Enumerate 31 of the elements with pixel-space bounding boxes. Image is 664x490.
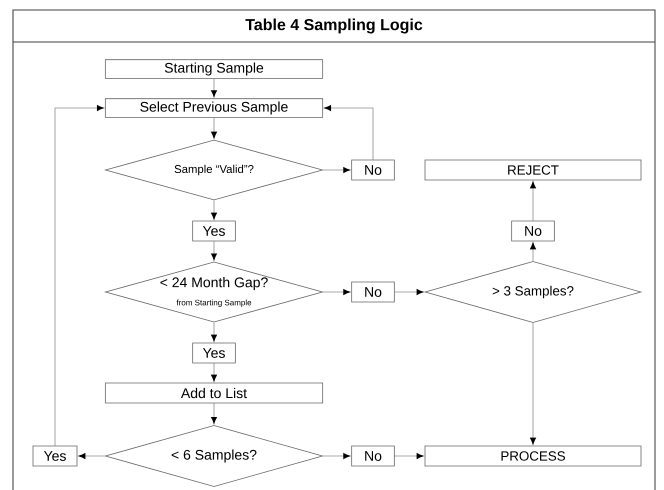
arrow bbox=[211, 403, 217, 424]
answer-box: No bbox=[351, 160, 395, 180]
arrow bbox=[211, 200, 217, 220]
arrow bbox=[54, 105, 104, 446]
answer-box: No bbox=[511, 220, 555, 242]
arrow bbox=[394, 453, 424, 459]
answer-box: Yes bbox=[192, 220, 236, 242]
answer-box: No bbox=[351, 282, 395, 302]
arrow bbox=[530, 242, 536, 262]
arrow bbox=[322, 453, 350, 459]
process-box: PROCESS bbox=[424, 446, 642, 466]
process-box: REJECT bbox=[424, 160, 642, 180]
arrow bbox=[211, 363, 217, 382]
arrow bbox=[211, 241, 217, 260]
arrow bbox=[324, 105, 374, 160]
process-box: Add to List bbox=[104, 382, 324, 404]
title: Table 4 Sampling Logic bbox=[245, 18, 422, 34]
arrow bbox=[530, 182, 536, 221]
arrow bbox=[211, 117, 217, 139]
answer-box: Yes bbox=[32, 446, 78, 466]
arrow bbox=[78, 453, 106, 459]
arrow bbox=[394, 289, 424, 295]
arrow bbox=[322, 289, 350, 295]
arrow bbox=[322, 167, 350, 173]
arrow bbox=[530, 322, 536, 445]
answer-box: Yes bbox=[192, 342, 236, 364]
arrow bbox=[211, 322, 217, 342]
process-box: Starting Sample bbox=[104, 59, 324, 79]
answer-box: No bbox=[351, 446, 395, 466]
arrow bbox=[211, 78, 217, 98]
process-box: Select Previous Sample bbox=[104, 98, 324, 118]
